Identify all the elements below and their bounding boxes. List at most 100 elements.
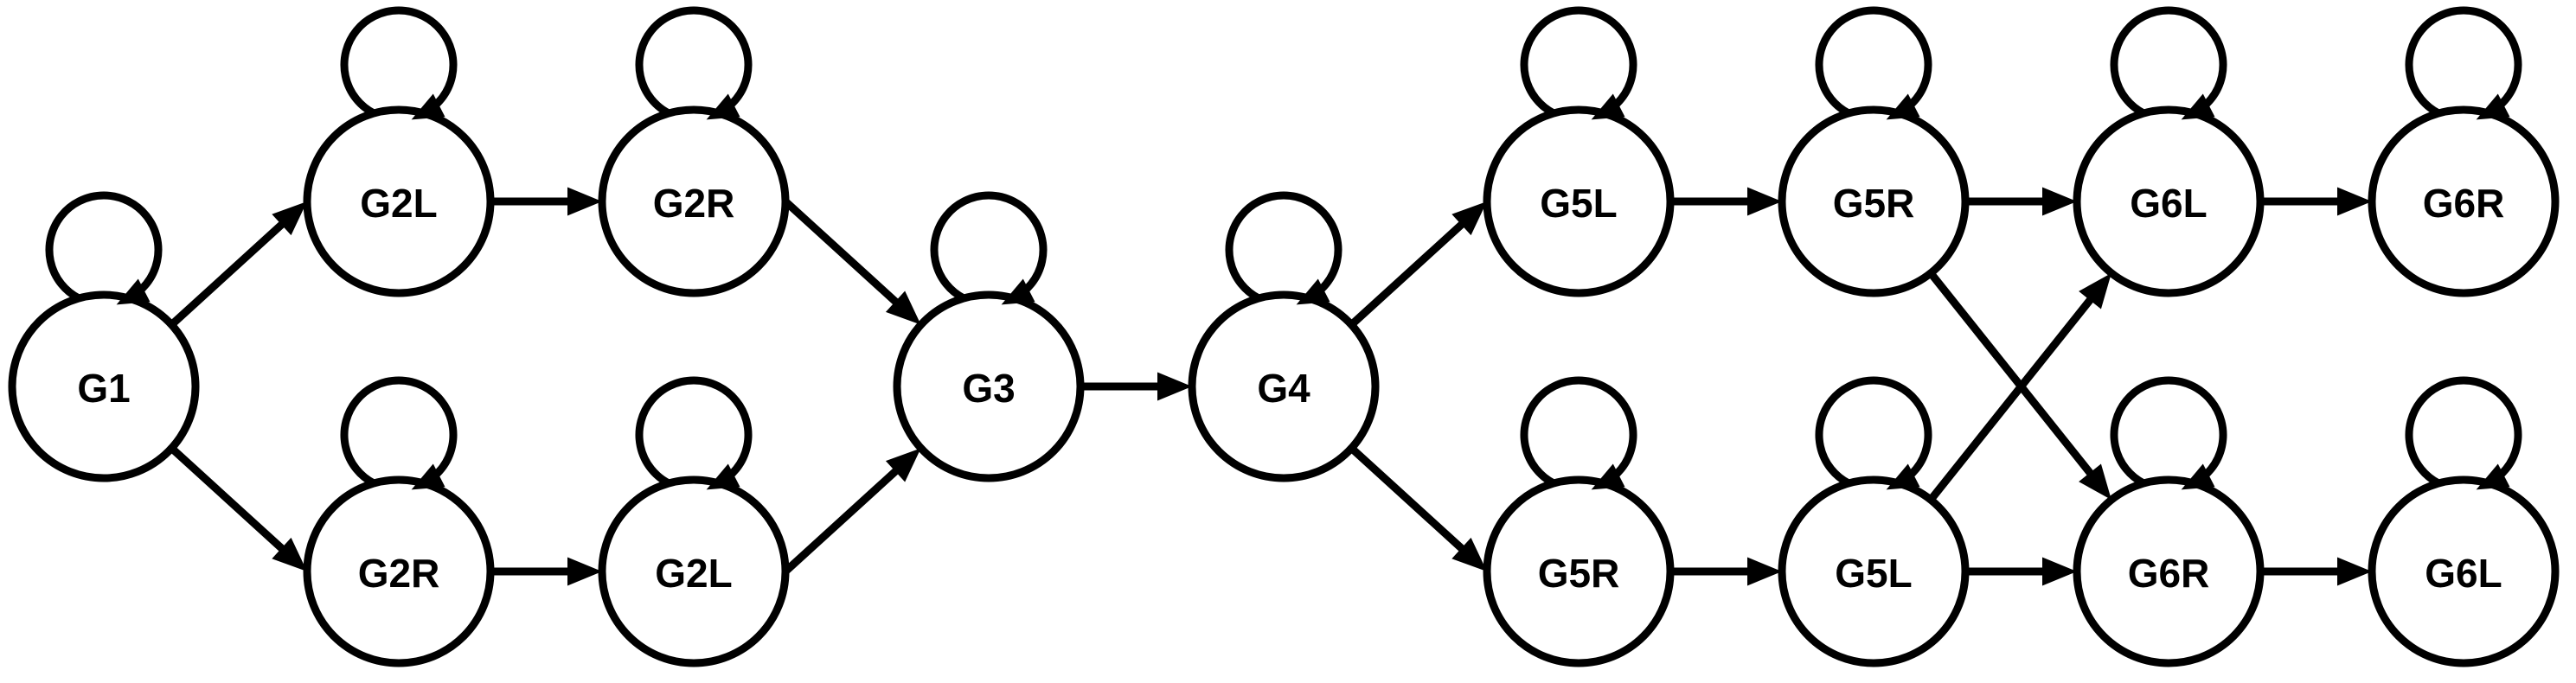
self-loops-layer: [45, 6, 2522, 487]
edge-arrowhead: [2042, 187, 2077, 216]
node-circle-G3: [893, 290, 1085, 482]
self-loop-arc-G4: [1225, 191, 1342, 302]
edge-line: [1927, 271, 2100, 484]
edge-G2R-top-to-G3: [782, 198, 921, 325]
self-loop-arrowhead-G6L-bottom: [2476, 463, 2510, 490]
edge-G2R-bottom-to-G2L-bottom: [490, 557, 602, 586]
edges-layer: [169, 187, 2372, 586]
loop-arrowheads-layer: [116, 93, 2510, 490]
edge-G5L-top-to-G5R-top: [1670, 187, 1782, 216]
self-loop-arc-G6R-bottom: [2110, 376, 2227, 487]
node-circle-G4: [1188, 290, 1380, 482]
edge-line: [782, 198, 906, 312]
node-circle-G5L-top: [1483, 105, 1675, 297]
edge-arrowhead: [1747, 187, 1782, 216]
node-label-G5L-top: G5L: [1540, 181, 1617, 226]
node-label-G2R-bottom: G2R: [358, 551, 440, 596]
nodes-layer: [8, 105, 2560, 667]
self-loop-arrowhead-G2L-bottom: [706, 463, 740, 490]
edge-arrowhead: [2079, 272, 2111, 310]
node-label-G2R-top: G2R: [653, 181, 735, 226]
edge-G5R-bottom-to-G5L-bottom: [1670, 557, 1782, 586]
node-label-G6L-bottom: G6L: [2425, 551, 2502, 596]
edge-arrowhead: [1451, 537, 1487, 571]
self-loop-arrowhead-G5R-bottom: [1591, 463, 1625, 490]
node-circle-G2L-top: [303, 105, 495, 297]
node-circle-G2R-top: [598, 105, 790, 297]
edge-G4-to-G5R-bottom: [1349, 445, 1487, 571]
self-loop-arc-G2L-top: [340, 6, 458, 117]
edge-arrowhead: [1747, 557, 1782, 586]
edge-G4-to-G5L-top: [1349, 201, 1487, 328]
self-loop-arc-G6L-bottom: [2405, 376, 2522, 487]
self-loop-arc-G6R-top: [2405, 6, 2522, 117]
edge-arrowhead: [2042, 557, 2077, 586]
self-loop-arrowhead-G2R-top: [706, 93, 740, 120]
edge-line: [1349, 445, 1472, 559]
self-loop-arc-G2R-bottom: [340, 376, 458, 487]
self-loop-arrowhead-G5L-top: [1591, 93, 1625, 120]
node-circle-G2R-bottom: [303, 476, 495, 667]
node-label-G5R-top: G5R: [1833, 181, 1915, 226]
edge-G5L-bottom-to-G6R-bottom: [1965, 557, 2077, 586]
self-loop-arrowhead-G6R-bottom: [2181, 463, 2215, 490]
node-label-G4: G4: [1257, 366, 1310, 411]
edge-line: [782, 461, 906, 575]
self-loop-arrowhead-G6R-top: [2476, 93, 2510, 120]
edge-G5R-top-to-G6R-bottom: [1927, 271, 2111, 501]
self-loop-arrowhead-G3: [1001, 278, 1035, 305]
edge-G6R-bottom-to-G6L-bottom: [2260, 557, 2372, 586]
self-loop-arrowhead-G2L-top: [411, 93, 445, 120]
edge-arrowhead: [1157, 372, 1192, 401]
edge-line: [1349, 214, 1472, 328]
edge-arrowhead: [2337, 557, 2372, 586]
self-loop-arc-G2L-bottom: [635, 376, 753, 487]
self-loop-arc-G5R-top: [1815, 6, 1932, 117]
edge-G1-to-G2L-top: [169, 201, 307, 328]
node-circle-G6R-top: [2368, 105, 2560, 297]
node-label-G3: G3: [962, 366, 1015, 411]
node-circle-G1: [8, 290, 200, 482]
node-circle-G6L-bottom: [2368, 476, 2560, 667]
edge-G5R-top-to-G6L-top: [1965, 187, 2077, 216]
self-loop-arc-G1: [45, 191, 163, 302]
edge-arrowhead: [272, 201, 307, 236]
self-loop-arrowhead-G4: [1296, 278, 1330, 305]
edge-G6L-top-to-G6R-top: [2260, 187, 2372, 216]
node-label-G1: G1: [77, 366, 130, 411]
self-loop-arrowhead-G2R-bottom: [411, 463, 445, 490]
edge-G1-to-G2R-bottom: [169, 445, 307, 571]
node-circle-G5R-top: [1778, 105, 1970, 297]
self-loop-arc-G2R-top: [635, 6, 753, 117]
self-loop-arrowhead-G6L-top: [2181, 93, 2215, 120]
edge-G3-to-G4: [1080, 372, 1192, 401]
self-loop-arrowhead-G5L-bottom: [1886, 463, 1920, 490]
self-loop-arc-G6L-top: [2110, 6, 2227, 117]
edge-arrowhead: [1451, 201, 1487, 236]
self-loop-arrowhead-G5R-top: [1886, 93, 1920, 120]
node-label-G6R-bottom: G6R: [2128, 551, 2210, 596]
edge-arrowhead: [567, 557, 602, 586]
edge-arrowhead: [2337, 187, 2372, 216]
node-circle-G5R-bottom: [1483, 476, 1675, 667]
node-circle-G2L-bottom: [598, 476, 790, 667]
self-loop-arc-G5R-bottom: [1520, 376, 1637, 487]
edge-arrowhead: [2079, 463, 2111, 501]
edge-line: [1927, 289, 2100, 502]
node-circle-G5L-bottom: [1778, 476, 1970, 667]
self-loop-arc-G5L-top: [1520, 6, 1637, 117]
self-loop-arc-G3: [930, 191, 1048, 302]
edge-G2L-bottom-to-G3: [782, 448, 921, 575]
edge-arrowhead: [567, 187, 602, 216]
self-loop-arrowhead-G1: [116, 278, 151, 305]
self-loop-arc-G5L-bottom: [1815, 376, 1932, 487]
edge-arrowhead: [885, 290, 921, 325]
node-circle-G6R-bottom: [2073, 476, 2265, 667]
edge-G2L-top-to-G2R-top: [490, 187, 602, 216]
node-label-G6L-top: G6L: [2130, 181, 2207, 226]
edge-line: [169, 214, 292, 328]
node-label-G5L-bottom: G5L: [1835, 551, 1912, 596]
node-label-G2L-top: G2L: [360, 181, 437, 226]
